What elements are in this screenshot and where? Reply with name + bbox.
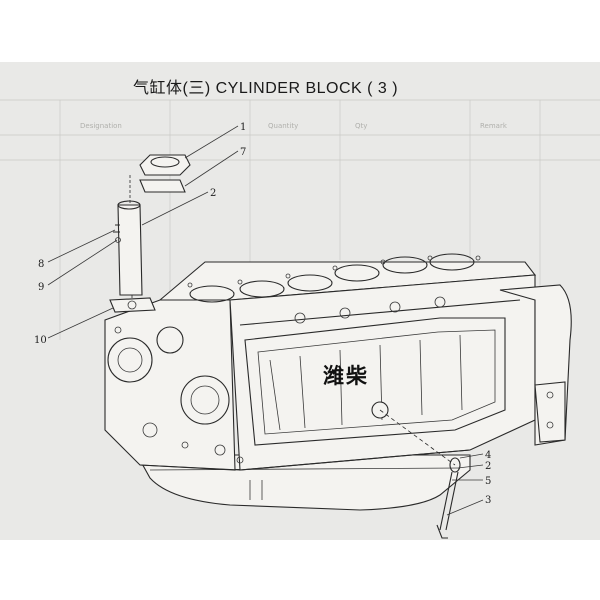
brand-label: 潍柴	[323, 363, 369, 388]
table-fragment-designation: Designation	[80, 122, 122, 130]
callout-label: 4	[485, 450, 491, 461]
callout-label: 5	[485, 476, 491, 487]
callout-label: 9	[38, 282, 44, 293]
callout-label: 1	[240, 122, 246, 133]
callout-label: 7	[240, 147, 246, 158]
table-fragment-quantity: Quantity	[268, 122, 298, 130]
exploded-parts-upper	[109, 154, 191, 313]
cylinder-block-body	[104, 253, 572, 471]
callout-label: 10	[34, 335, 47, 346]
table-fragment-qty: Qty	[355, 122, 367, 130]
callout-label: 2	[485, 461, 491, 472]
exploded-parts-dipstick	[379, 409, 461, 539]
table-fragment-remark: Remark	[480, 122, 508, 130]
callout-label: 3	[485, 495, 491, 506]
callout-label: 8	[38, 259, 44, 270]
callout-label: 2	[210, 188, 216, 199]
page-title: 气缸体(三) CYLINDER BLOCK ( 3 )	[133, 80, 399, 97]
callout-leaders	[47, 125, 484, 516]
callout-numbers: 1 7 2 8 9 10 4 2 5 3	[34, 122, 491, 506]
